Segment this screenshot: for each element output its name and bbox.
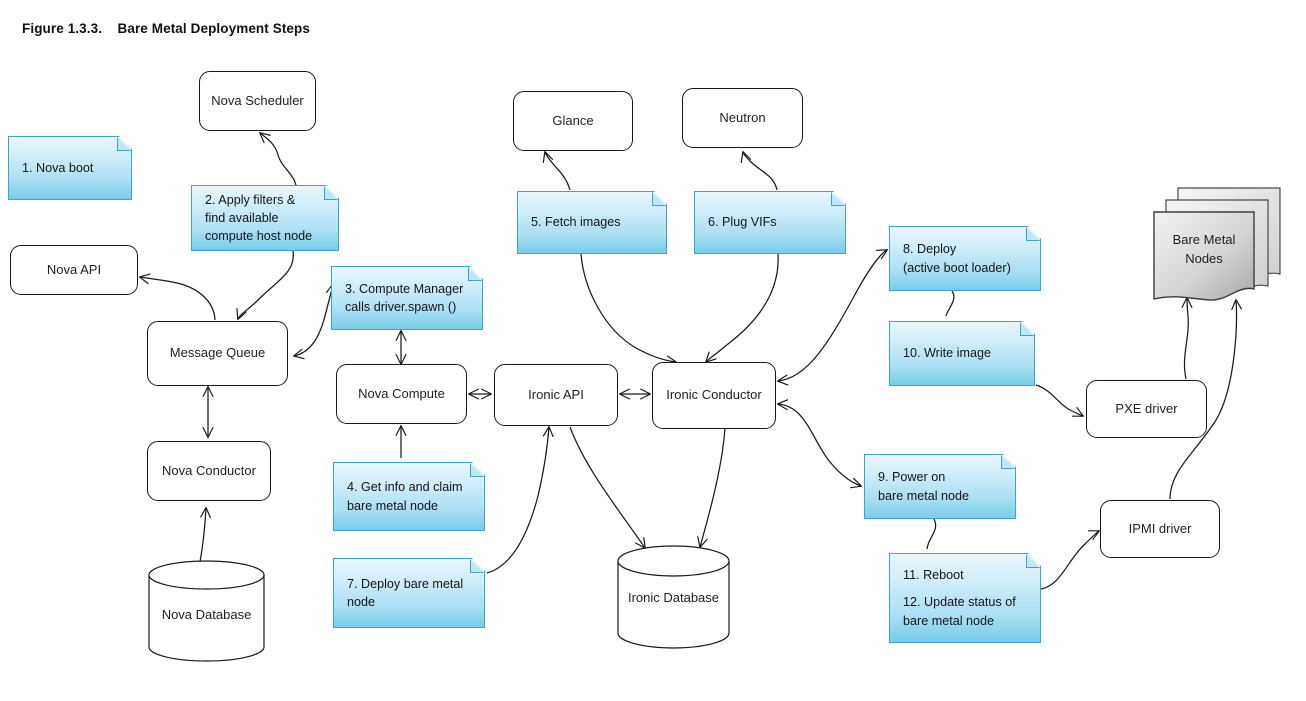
edge-note6-ironic-conductor [706, 253, 779, 362]
note-10-write-image[interactable]: 10. Write image [889, 321, 1035, 386]
node-pxe-driver-label: PXE driver [1115, 400, 1178, 416]
note-fold-icon [117, 137, 131, 151]
node-nova-api-label: Nova API [46, 261, 102, 277]
note-11-12-reboot-update-status[interactable]: 11. Reboot 12. Update status of bare met… [889, 553, 1041, 643]
node-ipmi-driver[interactable]: IPMI driver [1100, 500, 1220, 558]
node-nova-scheduler[interactable]: Nova Scheduler [199, 71, 316, 131]
note-fold-icon [470, 463, 484, 477]
node-neutron-label: Neutron [719, 109, 766, 125]
edge-note11-ipmi-driver [1040, 531, 1099, 590]
node-glance-label: Glance [552, 112, 594, 128]
note-2-line-3: compute host node [205, 229, 313, 244]
edge-ironic-conductor-note9 [778, 404, 861, 486]
note-4-line-2: bare metal node [347, 498, 439, 513]
note-5-fetch-images[interactable]: 5. Fetch images [517, 191, 667, 254]
note-7-deploy-bare-metal[interactable]: 7. Deploy bare metal node [333, 558, 485, 628]
edge-nova-conductor-nova-database [199, 508, 206, 563]
note-fold-icon [1026, 554, 1040, 568]
node-nova-database-label: Nova Database [161, 607, 252, 622]
node-nova-conductor[interactable]: Nova Conductor [147, 441, 271, 501]
edge-note7-ironic-api [486, 427, 549, 574]
note-9-line-2: bare metal node [878, 488, 970, 503]
node-ironic-api-label: Ironic API [528, 386, 584, 402]
note-4-line-1: 4. Get info and claim [347, 480, 463, 495]
note-3-line-1: 3. Compute Manager [345, 281, 464, 296]
node-ironic-api[interactable]: Ironic API [494, 364, 618, 426]
note-3-compute-manager[interactable]: 3. Compute Manager calls driver.spawn () [331, 266, 483, 330]
node-message-queue-label: Message Queue [169, 345, 266, 361]
node-ironic-conductor[interactable]: Ironic Conductor [652, 362, 776, 429]
edge-note5-ironic-conductor [580, 253, 676, 362]
node-neutron[interactable]: Neutron [682, 88, 803, 148]
note-1-nova-boot[interactable]: 1. Nova boot [8, 136, 132, 200]
note-9-power-on[interactable]: 9. Power on bare metal node [864, 454, 1016, 519]
note-spacer [903, 584, 1030, 593]
node-ironic-database-label: Ironic Database [627, 590, 720, 605]
nova-database-cylinder-icon [148, 560, 265, 662]
note-6-plug-vifs[interactable]: 6. Plug VIFs [694, 191, 846, 254]
node-pxe-driver[interactable]: PXE driver [1086, 380, 1207, 438]
figure-caption: Figure 1.3.3. Bare Metal Deployment Step… [22, 21, 310, 36]
node-ipmi-driver-label: IPMI driver [1128, 520, 1192, 536]
node-ironic-database[interactable]: Ironic Database [617, 545, 730, 650]
note-8-line-1: 8. Deploy [903, 242, 957, 257]
edge-ironic-conductor-note8 [778, 250, 887, 381]
edge-message-queue-note3 [294, 284, 333, 356]
edge-note8-note10 [945, 290, 955, 317]
node-nova-compute[interactable]: Nova Compute [336, 364, 467, 424]
note-3-line-2: calls driver.spawn () [345, 300, 457, 314]
note-10-line-1: 10. Write image [903, 346, 991, 361]
edge-note10-pxe-driver [1035, 384, 1083, 416]
node-bare-metal-nodes-label-line1: Bare Metal [1172, 232, 1236, 247]
edge-note5-glance [545, 152, 571, 191]
bare-metal-nodes-stack-icon [1153, 187, 1281, 301]
note-1-line-1: 1. Nova boot [22, 160, 94, 175]
node-bare-metal-nodes-label-line2: Nodes [1185, 251, 1223, 266]
node-nova-api[interactable]: Nova API [10, 245, 138, 295]
edge-message-queue-nova-api [140, 277, 216, 321]
note-fold-icon [324, 186, 338, 200]
note-12-line-1: 12. Update status of [903, 595, 1016, 610]
node-nova-database[interactable]: Nova Database [148, 560, 265, 662]
note-6-line-1: 6. Plug VIFs [708, 215, 777, 230]
node-message-queue[interactable]: Message Queue [147, 321, 288, 386]
node-nova-scheduler-label: Nova Scheduler [211, 92, 304, 108]
edge-note9-note11 [926, 518, 937, 550]
ironic-database-cylinder-icon [617, 545, 730, 649]
note-7-line-2: node [347, 595, 376, 609]
note-11-line-1: 11. Reboot [903, 568, 964, 583]
node-glance[interactable]: Glance [513, 91, 633, 151]
edge-note6-neutron [743, 152, 778, 191]
note-2-line-1: 2. Apply filters & [205, 192, 296, 207]
note-fold-icon [470, 559, 484, 573]
edge-ironic-conductor-ironic-database [700, 427, 726, 547]
note-5-line-1: 5. Fetch images [531, 215, 621, 230]
node-nova-compute-label: Nova Compute [358, 385, 445, 401]
note-fold-icon [1026, 227, 1040, 241]
edge-pxe-driver-bare-metal-nodes [1184, 298, 1188, 380]
note-4-get-info-claim[interactable]: 4. Get info and claim bare metal node [333, 462, 485, 531]
note-7-line-1: 7. Deploy bare metal [347, 576, 464, 591]
note-8-line-2: (active boot loader) [903, 260, 1011, 275]
note-fold-icon [652, 192, 666, 206]
note-2-apply-filters[interactable]: 2. Apply filters & find available comput… [191, 185, 339, 251]
edge-note2-message-queue [238, 250, 294, 319]
edge-ironic-api-ironic-database [569, 426, 645, 548]
note-fold-icon [468, 267, 482, 281]
node-bare-metal-nodes[interactable]: Bare Metal Nodes [1152, 186, 1282, 304]
note-fold-icon [1001, 455, 1015, 469]
note-2-line-2: find available [205, 210, 279, 225]
node-nova-conductor-label: Nova Conductor [162, 462, 256, 478]
node-ironic-conductor-label: Ironic Conductor [666, 387, 762, 403]
note-9-line-1: 9. Power on [878, 470, 946, 485]
note-12-line-2: bare metal node [903, 613, 995, 628]
note-8-deploy-active-boot-loader[interactable]: 8. Deploy (active boot loader) [889, 226, 1041, 291]
note-fold-icon [831, 192, 845, 206]
note-fold-icon [1020, 322, 1034, 336]
